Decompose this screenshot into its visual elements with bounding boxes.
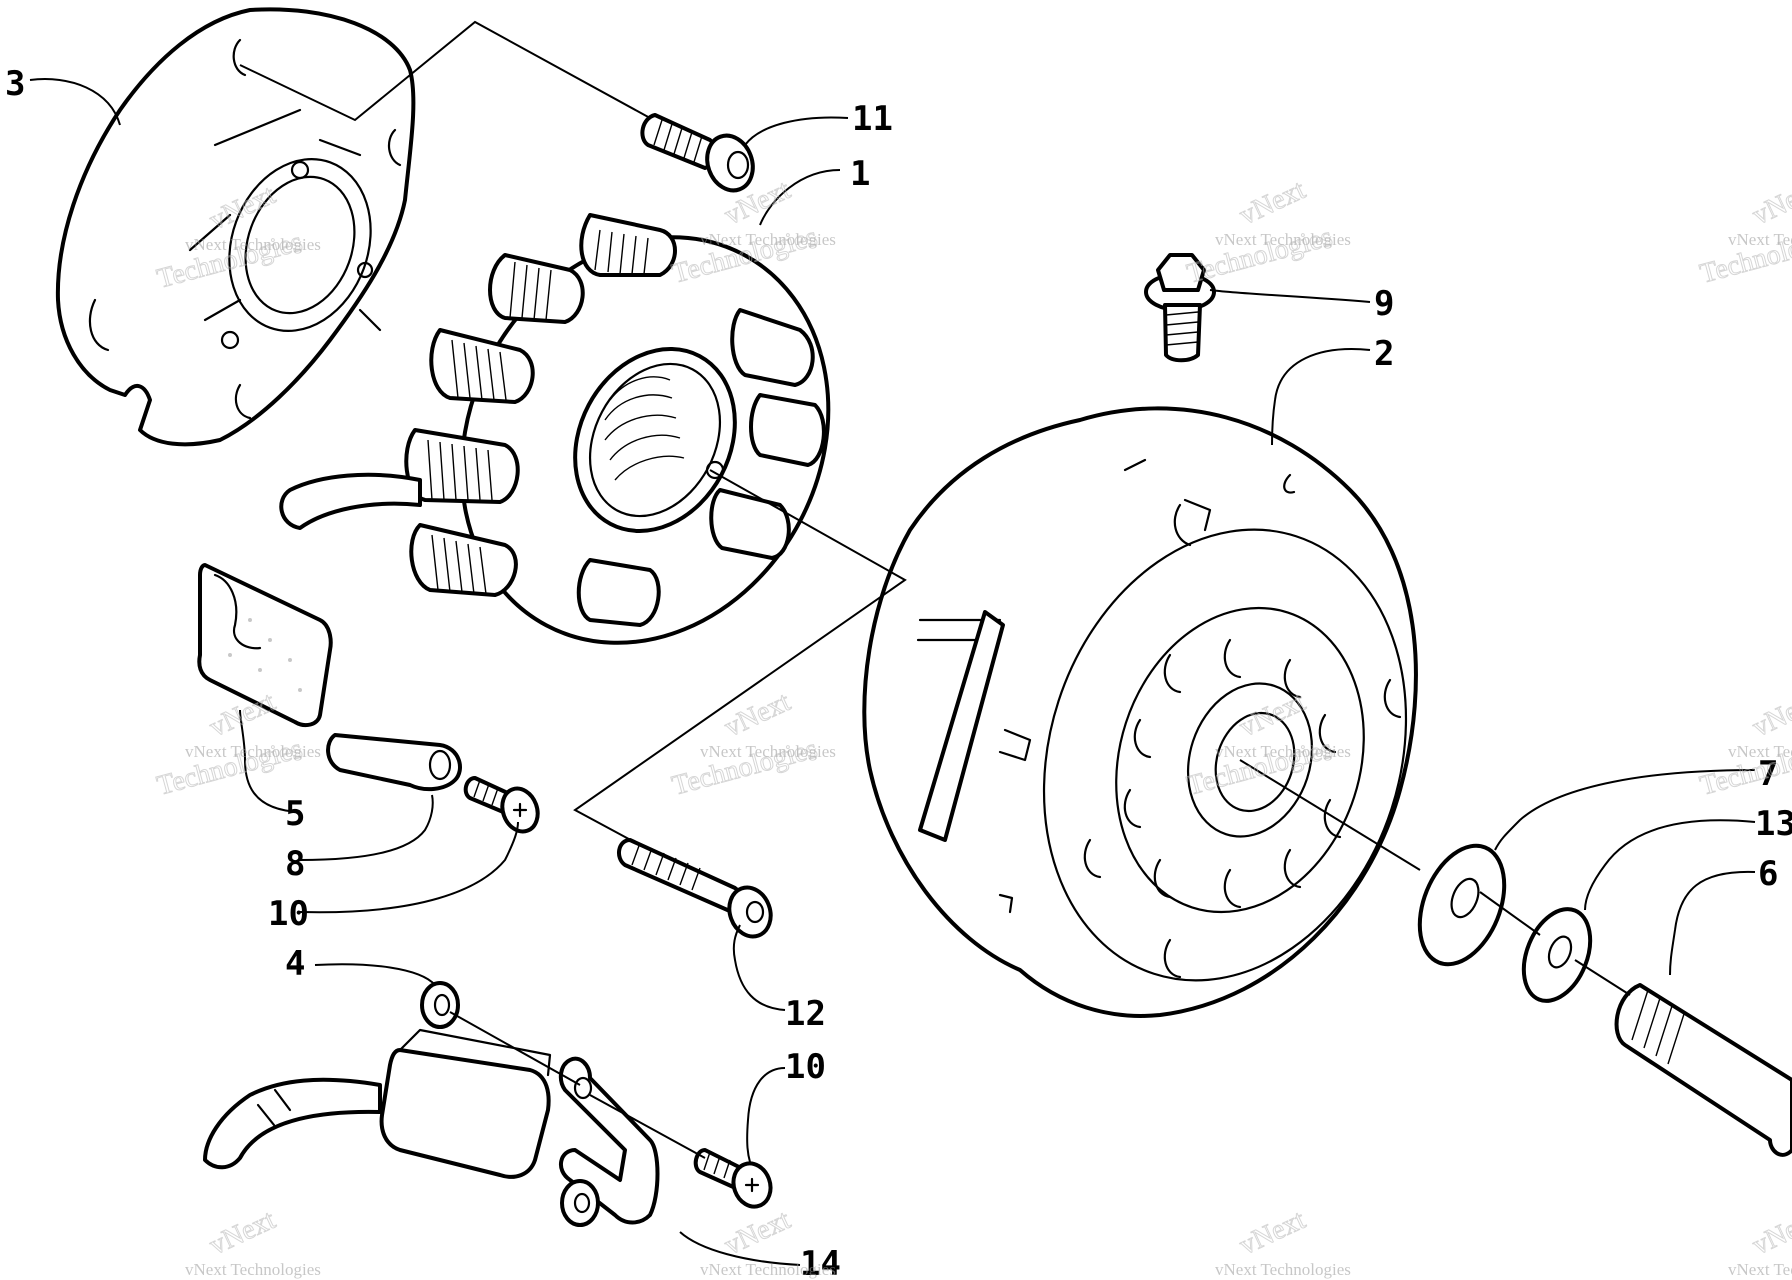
part-5-pad [197, 563, 333, 728]
callout-label-5: 5 [285, 794, 305, 834]
watermark: vNext Technologies vNext [1728, 1204, 1792, 1279]
part-14-bracket [558, 1056, 660, 1227]
svg-text:vNext Technologies: vNext Technologies [1728, 1260, 1792, 1279]
part-10-screw-lower [693, 1148, 773, 1209]
part-4-module [203, 981, 552, 1179]
watermark: vNext Technologies vNext [1215, 1204, 1351, 1279]
svg-text:vNext Technologies: vNext Technologies [700, 230, 836, 249]
svg-text:vNext: vNext [1748, 1204, 1792, 1261]
callout-label-4: 4 [285, 944, 305, 984]
callout-label-6: 6 [1758, 854, 1778, 894]
part-1-stator [279, 213, 831, 645]
callout-label-14: 14 [800, 1244, 841, 1280]
callout-label-13: 13 [1755, 804, 1792, 844]
pad-texture [228, 618, 302, 692]
svg-text:vNext Technologies: vNext Technologies [1728, 230, 1792, 249]
callout-label-10-upper: 10 [268, 894, 309, 934]
part-13-lock-washer [1521, 907, 1593, 1003]
callout-label-7: 7 [1758, 754, 1778, 794]
watermark: vNext Technologies vNext [700, 1204, 836, 1279]
svg-text:vNext Technologies: vNext Technologies [185, 742, 321, 761]
part-2-flywheel [862, 406, 1418, 1018]
svg-text:vNext: vNext [720, 1204, 795, 1261]
svg-text:vNext: vNext [720, 686, 795, 743]
svg-text:vNext: vNext [1748, 686, 1792, 743]
callout-label-2: 2 [1374, 334, 1394, 374]
callout-labels: 1 2 3 4 5 6 7 8 9 10 10 11 12 13 14 [5, 64, 1792, 1280]
callout-label-11: 11 [852, 99, 893, 139]
stator-coils [404, 213, 826, 627]
part-10-screw-upper [463, 776, 540, 834]
flywheel-holes [1083, 638, 1402, 979]
part-11-bolt [640, 113, 755, 193]
svg-text:vNext Technologies: vNext Technologies [700, 1260, 836, 1279]
part-8-clamp [326, 733, 462, 792]
callout-label-1: 1 [850, 154, 870, 194]
watermark: vNext Technologies vNext Technologies [1696, 174, 1792, 291]
svg-text:vNext: vNext [1235, 1204, 1310, 1261]
callout-label-8: 8 [285, 844, 305, 884]
svg-text:vNext Technologies: vNext Technologies [185, 1260, 321, 1279]
watermark: vNext Technologies vNext [185, 1204, 321, 1279]
watermark: vNext Technologies vNext Technologies [1183, 174, 1351, 291]
callout-label-9: 9 [1374, 284, 1394, 324]
leader-lines [29, 20, 1756, 1266]
svg-text:vNext Technologies: vNext Technologies [1215, 742, 1351, 761]
part-9-flange-bolt [1144, 253, 1216, 363]
callout-label-3: 3 [5, 64, 25, 104]
svg-text:vNext: vNext [1235, 174, 1310, 231]
part-7-washer [1417, 843, 1507, 967]
watermark: vNext Technologies vNext Technologies [668, 686, 836, 803]
svg-text:vNext: vNext [205, 1204, 280, 1261]
callout-label-10-lower: 10 [785, 1047, 826, 1087]
svg-text:vNext Technologies: vNext Technologies [700, 742, 836, 761]
part-6-shaft-bolt [1614, 983, 1792, 1157]
svg-text:vNext Technologies: vNext Technologies [1728, 742, 1792, 761]
svg-text:vNext Technologies: vNext Technologies [1215, 230, 1351, 249]
part-3-stator-plate [55, 7, 416, 447]
part-12-long-bolt [617, 838, 773, 939]
callout-label-12: 12 [785, 994, 826, 1034]
svg-text:vNext Technologies: vNext Technologies [1215, 1260, 1351, 1279]
svg-text:vNext Technologies: vNext Technologies [185, 235, 321, 254]
svg-text:vNext: vNext [1748, 174, 1792, 231]
